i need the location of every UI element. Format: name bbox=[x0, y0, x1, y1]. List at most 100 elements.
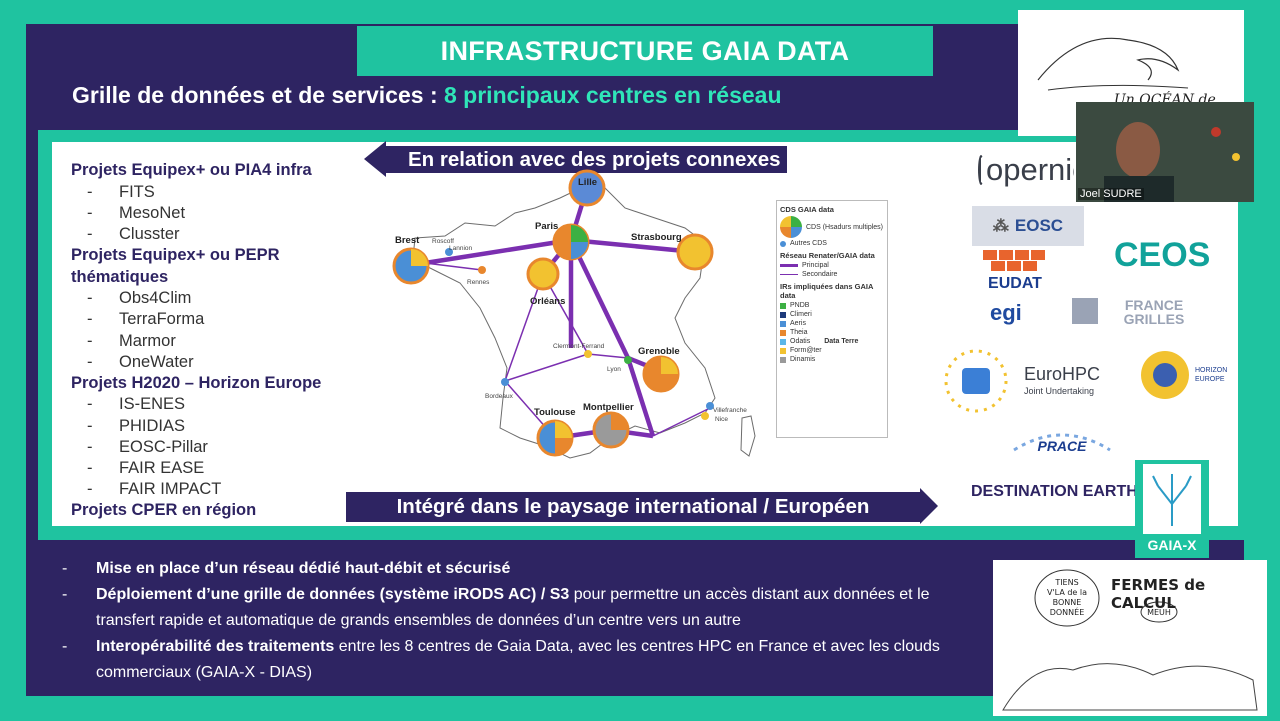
legend-row: Autres CDS bbox=[780, 240, 884, 247]
horizon-inner-icon bbox=[1153, 363, 1177, 387]
city-label-montpellier: Montpellier bbox=[583, 402, 634, 413]
legend-row: Principal bbox=[780, 262, 884, 269]
legend-row: PNDB bbox=[780, 302, 884, 309]
bubble1-line1: TIENS bbox=[1054, 578, 1078, 587]
legend-row: Dinamis bbox=[780, 356, 884, 363]
bullet-list: -Mise en place d’un réseau dédié haut-dé… bbox=[62, 556, 982, 686]
list-item: -Mise en place d’un réseau dédié haut-dé… bbox=[62, 560, 511, 577]
eudat-blocks-icon bbox=[983, 250, 1045, 271]
brest-pie-slice bbox=[411, 249, 428, 266]
list-item: -FITS bbox=[87, 182, 155, 201]
list-item: -IS-ENES bbox=[87, 395, 186, 414]
city-label-clermont: Clermont-Ferrand bbox=[553, 343, 605, 350]
projects-heading-infra: Projets Equipex+ ou PIA4 infra bbox=[71, 161, 312, 179]
list-item: -Clusster bbox=[87, 224, 180, 243]
map-legend: CDS GAIA data CDS (Hsadurs multiples) Au… bbox=[776, 200, 888, 438]
list-item: -Interopérabilité des traitements entre … bbox=[62, 638, 940, 681]
fermes-title: FERMES de CALCUL bbox=[1111, 576, 1206, 612]
list-item: -EOSC-Pillar bbox=[87, 437, 208, 456]
city-marker-strasbourg bbox=[676, 233, 714, 271]
prace-text: PRACE bbox=[1037, 438, 1087, 454]
list-item: -PHIDIAS bbox=[87, 416, 186, 435]
city-marker-orleans bbox=[526, 257, 560, 291]
eudat-logo: EUDAT bbox=[983, 250, 1045, 292]
banner-international: Intégré dans le paysage international / … bbox=[346, 492, 920, 522]
legend-title-cds: CDS GAIA data bbox=[780, 205, 834, 214]
destination-earth-label: DESTINATION EARTH bbox=[971, 483, 1138, 500]
secondary-links bbox=[424, 262, 711, 439]
arrow-right-icon bbox=[920, 488, 938, 524]
eurohpc-subtext: Joint Undertaking bbox=[1024, 386, 1094, 396]
legend-row: Form@ter bbox=[780, 347, 884, 354]
city-label-toulouse: Toulouse bbox=[534, 407, 576, 418]
city-marker-rennes bbox=[478, 266, 486, 274]
legend-row: CDS (Hsadurs multiples) bbox=[780, 216, 884, 238]
prace-logo: PRACE bbox=[1013, 433, 1111, 454]
grenoble-pie-slice bbox=[661, 357, 678, 374]
copernicus-logo: opernicus bbox=[978, 150, 1074, 190]
projects-heading-cper: Projets CPER en région bbox=[71, 501, 257, 520]
list-item: -OneWater bbox=[87, 352, 194, 371]
city-label-roscoff: Roscoff bbox=[432, 238, 454, 245]
list-item: -FAIR EASE bbox=[87, 459, 205, 478]
city-label-brest: Brest bbox=[395, 235, 420, 246]
speaker-video-tile[interactable]: Joel SUDRE bbox=[1076, 102, 1254, 202]
bubble1-line4: DONNÉE bbox=[1050, 606, 1085, 617]
list-item: -MesoNet bbox=[87, 203, 186, 222]
city-label-orleans: Orléans bbox=[530, 296, 565, 307]
france-grilles-line2: GRILLES bbox=[1124, 311, 1185, 326]
legend-title-irs: IRs impliquées dans GAIA data bbox=[780, 282, 874, 300]
banner-related-projects: En relation avec des projets connexes bbox=[382, 146, 787, 173]
thin-line-icon bbox=[780, 274, 798, 275]
list-item: -Marmor bbox=[87, 331, 176, 350]
copernicus-c-icon bbox=[978, 155, 984, 185]
paris-pie-slice bbox=[571, 242, 588, 259]
legend-row: Theia bbox=[780, 329, 884, 336]
gaiax-logo: GAIA-X bbox=[1135, 460, 1209, 558]
prace-arc-icon bbox=[1013, 433, 1111, 452]
cartoon-drawing-icon: TIENS V'LA de la BONNE DONNÉE MEUH bbox=[1002, 569, 1258, 711]
city-marker-lyon bbox=[624, 356, 632, 364]
swatch-icon bbox=[780, 338, 786, 345]
toulouse-pie-slice bbox=[555, 438, 572, 455]
network-icon: ⁂ bbox=[992, 218, 1009, 235]
swatch-icon bbox=[780, 356, 786, 363]
toulouse-pie-slice bbox=[555, 421, 572, 438]
legend-row: Aeris bbox=[780, 320, 884, 327]
gaiax-text: GAIA-X bbox=[1147, 537, 1197, 553]
fg-square-icon bbox=[1072, 298, 1098, 324]
bubble2-text: MEUH bbox=[1147, 608, 1171, 617]
city-label-lille: Lille bbox=[578, 177, 597, 188]
france-network-map: Lille Paris Strasbourg Brest Orléans Gre… bbox=[392, 169, 756, 459]
horizon-europe-logo: HORIZON EUROPE bbox=[1141, 351, 1227, 399]
city-marker-villefranche bbox=[706, 402, 714, 410]
city-label-grenoble: Grenoble bbox=[638, 346, 680, 357]
list-item: -TerraForma bbox=[87, 310, 205, 329]
swatch-icon bbox=[780, 302, 786, 309]
city-label-nice: Nice bbox=[715, 416, 728, 423]
egi-logo: egi bbox=[990, 300, 1022, 325]
eurohpc-text: EuroHPC bbox=[1024, 364, 1100, 384]
france-grilles-logo: FRANCE GRILLES bbox=[1072, 296, 1208, 326]
city-label-lyon: Lyon bbox=[607, 366, 621, 373]
horizon-text-2: EUROPE bbox=[1195, 376, 1225, 383]
city-label-bordeaux: Bordeaux bbox=[485, 393, 514, 400]
slide-subtitle: Grille de données et de services : 8 pri… bbox=[72, 82, 782, 109]
projects-heading-horizon: Projets H2020 – Horizon Europe bbox=[71, 373, 322, 392]
projects-list: Projets Equipex+ ou PIA4 infra -FITS -Me… bbox=[71, 160, 371, 522]
legend-data-terre: Data Terre bbox=[824, 338, 859, 345]
bubble1-line2: V'LA de la bbox=[1047, 588, 1087, 597]
list-item: -FAIR IMPACT bbox=[87, 480, 222, 499]
list-item: -Obs4Clim bbox=[87, 289, 192, 308]
swatch-icon bbox=[780, 329, 786, 336]
france-grilles-line1: FRANCE bbox=[1125, 297, 1183, 313]
city-label-strasbourg: Strasbourg bbox=[631, 232, 682, 243]
thick-line-icon bbox=[780, 264, 798, 267]
swatch-icon bbox=[780, 347, 786, 354]
principal-links bbox=[424, 187, 696, 441]
horizon-text-1: HORIZON bbox=[1195, 367, 1227, 374]
subtitle-lead: Grille de données et de services : bbox=[72, 82, 438, 108]
bubble1-line3: BONNE bbox=[1053, 598, 1082, 607]
projects-heading-thematic: Projets Equipex+ ou PEPR thématiques bbox=[71, 246, 280, 286]
